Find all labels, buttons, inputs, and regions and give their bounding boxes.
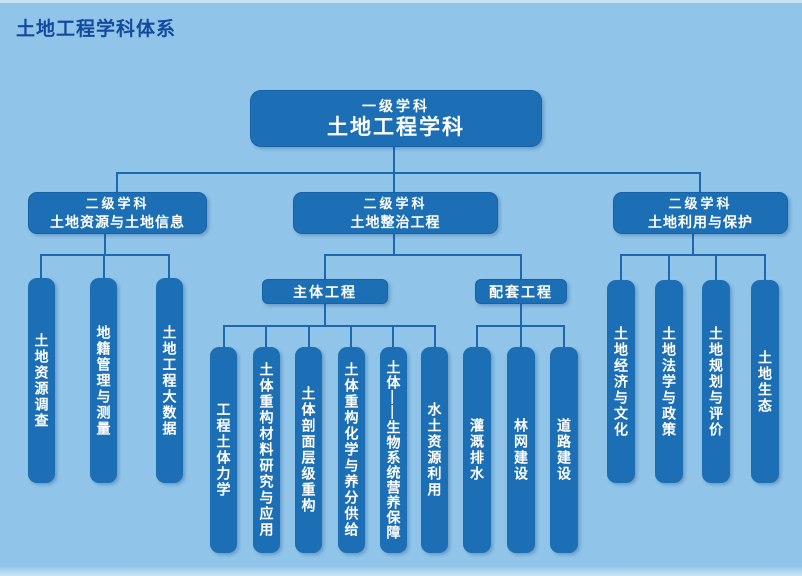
leaf-bar: 土体剖面层级重构 — [295, 347, 322, 553]
node-group-name: 主体工程 — [293, 283, 357, 300]
node-level2-land-resources-info: 二级学科 土地资源与土地信息 — [28, 192, 207, 234]
node-level2-name: 土地整治工程 — [350, 213, 441, 230]
leaf-label: 水土资源利用 — [426, 402, 443, 498]
leaf-bar: 土地资源调查 — [28, 278, 55, 483]
tree-connector-path — [40, 146, 766, 349]
leaf-label: 土体——生物系统营养保障 — [385, 360, 402, 540]
leaf-label: 林网建设 — [513, 418, 529, 482]
leaf-bar: 土地工程大数据 — [156, 278, 183, 483]
leaf-label: 工程土体力学 — [215, 402, 232, 498]
node-level2-tag: 二级学科 — [363, 195, 428, 211]
leaf-label: 土地工程大数据 — [161, 324, 178, 437]
leaf-label: 土地法学与政策 — [661, 325, 677, 438]
node-group-main-works: 主体工程 — [262, 279, 388, 304]
leaf-bar: 土体——生物系统营养保障 — [380, 347, 407, 553]
leaf-bar: 道路建设 — [550, 347, 578, 553]
leaf-bar: 林网建设 — [507, 347, 535, 553]
node-level1-name: 土地工程学科 — [327, 115, 465, 139]
leaf-bar: 土地规划与评价 — [702, 280, 730, 483]
node-level2-land-use-protection: 二级学科 土地利用与保护 — [613, 192, 788, 234]
leaf-bar: 土地经济与文化 — [607, 280, 635, 483]
node-level2-land-remediation: 二级学科 土地整治工程 — [293, 192, 498, 234]
node-level2-name: 土地资源与土地信息 — [50, 213, 185, 230]
leaf-bar: 地籍管理与测量 — [90, 278, 117, 483]
leaf-label: 土体重构材料研究与应用 — [258, 362, 275, 538]
leaf-bar: 土地生态 — [751, 280, 779, 483]
leaf-label: 土体重构化学与养分供给 — [343, 362, 360, 538]
bottom-highlight-strip — [0, 566, 802, 576]
leaf-label: 灌溉排水 — [469, 418, 485, 482]
leaf-label: 土地经济与文化 — [613, 325, 629, 438]
leaf-bar: 土体重构化学与养分供给 — [338, 347, 365, 553]
leaf-label: 道路建设 — [556, 418, 572, 482]
node-level2-tag: 二级学科 — [85, 195, 150, 211]
leaf-label: 土体剖面层级重构 — [300, 386, 317, 514]
top-highlight-strip — [0, 0, 802, 3]
node-level2-name: 土地利用与保护 — [648, 213, 753, 230]
leaf-bar: 水土资源利用 — [421, 347, 448, 553]
leaf-label: 土地规划与评价 — [708, 325, 724, 438]
leaf-bar: 土地法学与政策 — [655, 280, 683, 483]
leaf-bar: 灌溉排水 — [463, 347, 491, 553]
node-group-supporting-works: 配套工程 — [475, 279, 567, 304]
node-group-name: 配套工程 — [489, 283, 553, 300]
node-level1: 一级学科 土地工程学科 — [250, 90, 542, 147]
leaf-label: 地籍管理与测量 — [95, 324, 112, 437]
leaf-label: 土地资源调查 — [33, 332, 50, 429]
page-title: 土地工程学科体系 — [16, 19, 177, 40]
node-level1-tag: 一级学科 — [362, 97, 430, 114]
leaf-label: 土地生态 — [757, 349, 773, 414]
leaf-bar: 土体重构材料研究与应用 — [253, 347, 280, 553]
leaf-bar: 工程土体力学 — [210, 347, 237, 553]
node-level2-tag: 二级学科 — [668, 195, 733, 211]
